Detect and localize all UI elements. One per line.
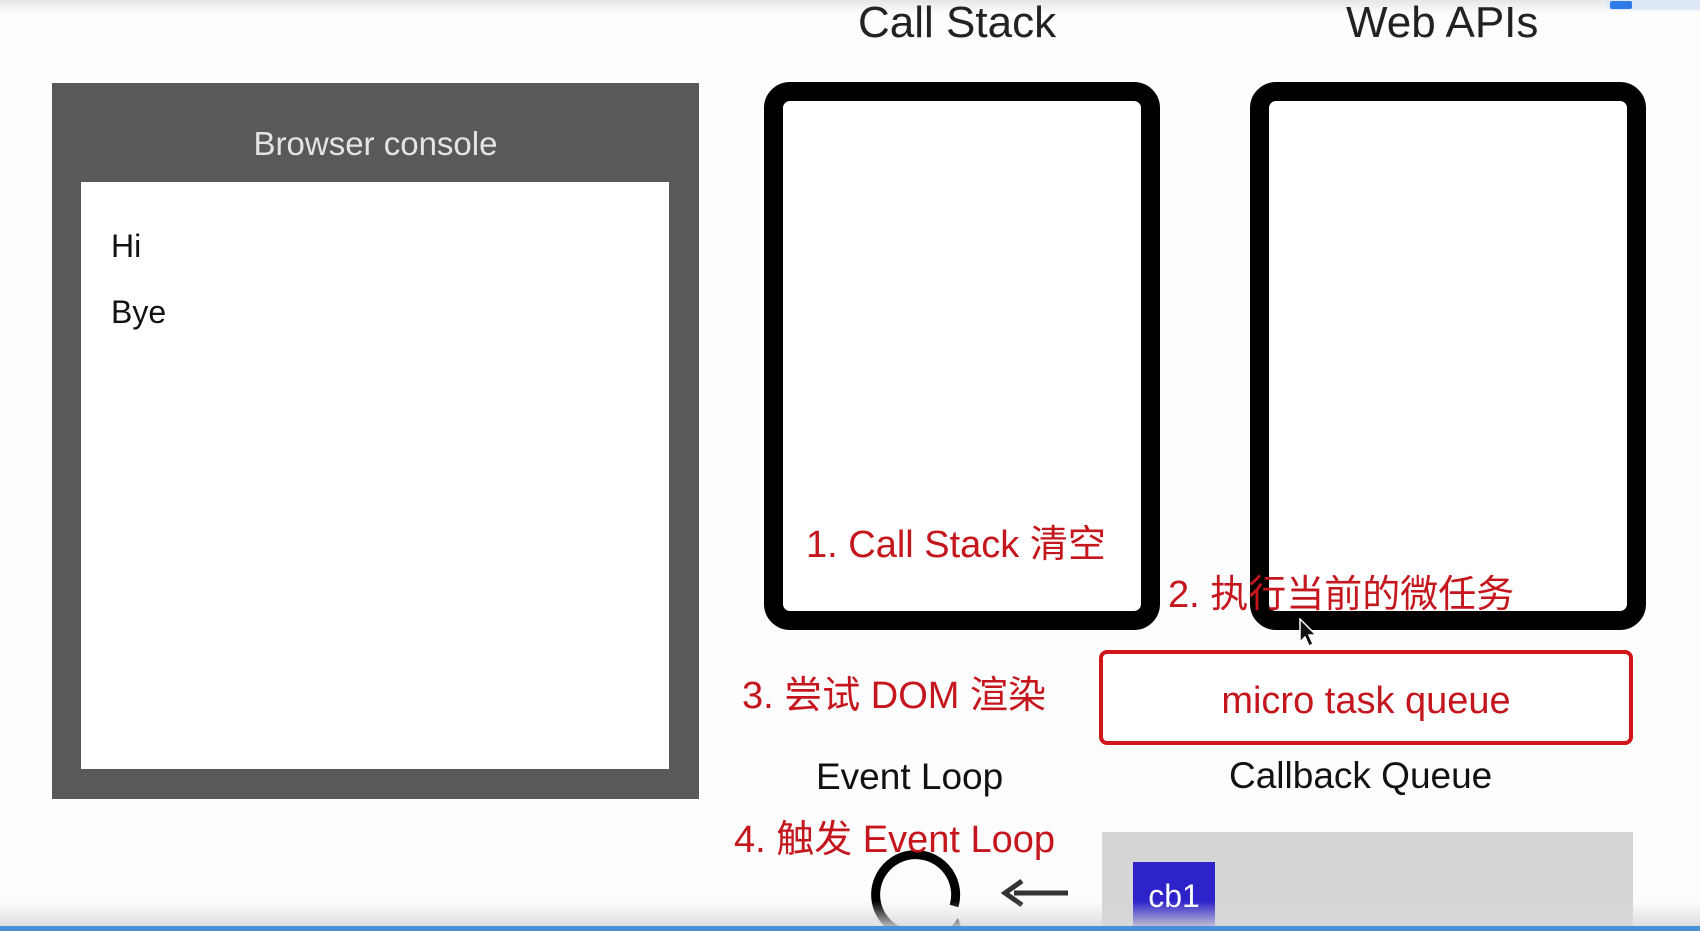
web-apis-heading: Web APIs <box>1346 0 1539 47</box>
console-line: Bye <box>111 294 167 330</box>
browser-console-panel: Browser console Hi Bye <box>52 83 699 799</box>
micro-task-queue-box: micro task queue <box>1099 650 1633 745</box>
micro-task-queue-label: micro task queue <box>1221 680 1511 722</box>
console-line: Hi <box>111 228 142 264</box>
browser-console-output: Hi Bye <box>81 182 669 769</box>
video-progress-bar[interactable] <box>0 926 1700 931</box>
browser-console-title: Browser console <box>253 125 498 162</box>
web-apis-box <box>1250 82 1646 630</box>
call-stack-box <box>764 82 1160 630</box>
mouse-cursor-icon <box>1299 618 1318 648</box>
step-3-annotation: 3. 尝试 DOM 渲染 <box>742 675 1047 717</box>
top-shade <box>0 0 1700 14</box>
event-loop-label: Event Loop <box>816 756 1004 797</box>
step-2-annotation: 2. 执行当前的微任务 <box>1168 574 1515 616</box>
step-4-annotation: 4. 触发 Event Loop <box>734 819 1056 861</box>
corner-widget[interactable] <box>1606 0 1700 10</box>
video-progress-fill <box>0 926 1700 931</box>
step-1-annotation: 1. Call Stack 清空 <box>806 524 1106 566</box>
corner-badge-icon <box>1610 1 1632 9</box>
call-stack-heading: Call Stack <box>858 0 1057 47</box>
callback-queue-label: Callback Queue <box>1229 755 1493 796</box>
